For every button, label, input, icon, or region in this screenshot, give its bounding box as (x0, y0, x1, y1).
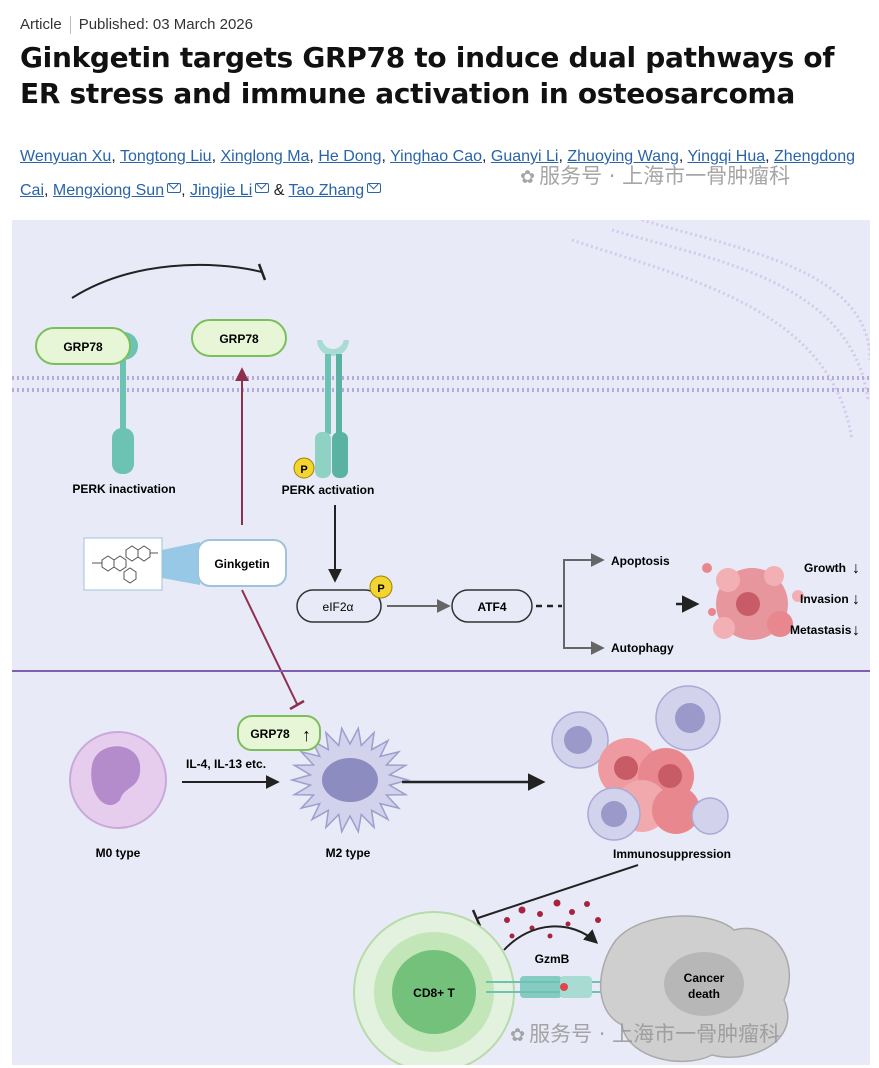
author-link[interactable]: Xinglong Ma (220, 148, 310, 165)
author-link[interactable]: Tongtong Liu (119, 148, 212, 165)
m0-label: M0 type (96, 846, 141, 860)
wechat-icon: ✿ (510, 1025, 526, 1046)
suppression-line (477, 864, 639, 919)
m0-macrophage-icon (69, 731, 167, 829)
immunosuppression-label: Immunosuppression (613, 847, 731, 861)
watermark-text: 服务号 · 上海市一骨肿瘤科 (529, 1022, 781, 1046)
granzyme-release-arrow (503, 925, 599, 951)
perk-activation-label: PERK activation (282, 483, 375, 497)
perk-active-receptor (315, 338, 349, 478)
grp78-bound-label: GRP78 (63, 340, 103, 354)
invasion-label: Invasion (800, 592, 849, 606)
invasion-down-arrow: ↓ (852, 591, 860, 608)
grp78-released-pill (191, 319, 287, 357)
author-link[interactable]: Yingqi Hua (687, 148, 766, 165)
watermark-text: 服务号 · 上海市一骨肿瘤科 (539, 164, 791, 188)
growth-down-arrow: ↓ (852, 560, 860, 577)
author-link[interactable]: Zhengdong Cai (20, 148, 855, 199)
author-link[interactable]: Wenyuan Xu (20, 148, 112, 165)
author-list: Wenyuan Xu, Tongtong Liu, Xinglong Ma, H… (20, 148, 855, 199)
perk-phospho-label: P (300, 464, 307, 476)
email-icon[interactable] (255, 183, 270, 193)
email-icon[interactable] (167, 183, 182, 193)
apoptosis-arrow (563, 553, 605, 606)
email-icon[interactable] (367, 183, 382, 193)
eif2a-phospho-badge (369, 575, 393, 599)
article-type: Article (20, 16, 62, 33)
apoptosis-label: Apoptosis (611, 554, 670, 568)
eif2a-label: eIF2α (323, 600, 354, 614)
author-link[interactable]: Tao Zhang (288, 182, 365, 199)
autophagy-arrow (563, 606, 605, 655)
er-membrane-curves (571, 220, 870, 441)
atf4-pill (451, 589, 533, 623)
fragmented-tumor-icon (702, 563, 804, 640)
graphical-abstract: GRP78 PERK inactivation GRP78 P PERK act… (12, 220, 870, 1065)
article-meta: Article Published: 03 March 2026 (20, 16, 253, 35)
cd8-t-cell-icon (353, 911, 515, 1065)
ginkgetin-inhibition-line (241, 589, 298, 705)
grp78-bound-pill (35, 327, 131, 365)
atf4-label: ATF4 (477, 600, 506, 614)
eif2a-pill (296, 589, 382, 623)
metastasis-down-arrow: ↓ (852, 622, 860, 639)
ginkgetin-structure-icon (83, 537, 200, 591)
grp78-m2-label: GRP78 (250, 727, 290, 741)
perk-phospho-badge (293, 457, 315, 479)
growth-label: Growth (804, 561, 846, 575)
ginkgetin-box (197, 539, 287, 587)
author-link[interactable]: Zhuoying Wang (567, 148, 679, 165)
cd8-label: CD8+ T (413, 986, 455, 1000)
plasma-membrane (12, 376, 870, 392)
immunosuppression-cluster-icon (551, 685, 729, 841)
grp78-up-arrow: ↑ (302, 725, 311, 745)
published-date: Published: 03 March 2026 (78, 16, 253, 33)
inhibition-bar (257, 263, 267, 281)
autophagy-label: Autophagy (611, 641, 674, 655)
author-link[interactable]: Yinghao Cao (390, 148, 482, 165)
grp78-released-label: GRP78 (219, 332, 259, 346)
suppression-bar (471, 909, 482, 927)
dying-cancer-cell-icon (599, 915, 790, 1063)
author-link[interactable]: Jingjie Li (189, 182, 253, 199)
article-title: Ginkgetin targets GRP78 to induce dual p… (20, 41, 835, 110)
cancer-death-label-1: Cancer (684, 971, 725, 985)
feedback-inhibition-arc (71, 263, 263, 299)
m2-macrophage-icon (289, 726, 411, 834)
author-link[interactable]: Guanyi Li (490, 148, 559, 165)
wechat-icon: ✿ (520, 167, 536, 188)
il-label: IL-4, IL-13 etc. (186, 757, 266, 771)
ginkgetin-label: Ginkgetin (214, 557, 269, 571)
perk-inactivation-label: PERK inactivation (72, 482, 175, 496)
cancer-death-label-2: death (688, 987, 720, 1001)
ginkgetin-inhibition-bar (289, 699, 305, 711)
m2-label: M2 type (326, 846, 371, 860)
gzmb-label: GzmB (535, 952, 570, 966)
eif2a-phospho-label: P (377, 583, 384, 595)
metastasis-label: Metastasis (790, 623, 852, 637)
watermark-top: ✿服务号 · 上海市一骨肿瘤科 (520, 160, 790, 190)
meta-divider (69, 16, 71, 35)
author-link[interactable]: He Dong (318, 148, 382, 165)
grp78-m2-pill (237, 715, 321, 751)
author-link[interactable]: Mengxiong Sun (52, 182, 165, 199)
watermark-bottom: ✿服务号 · 上海市一骨肿瘤科 (510, 1018, 780, 1048)
